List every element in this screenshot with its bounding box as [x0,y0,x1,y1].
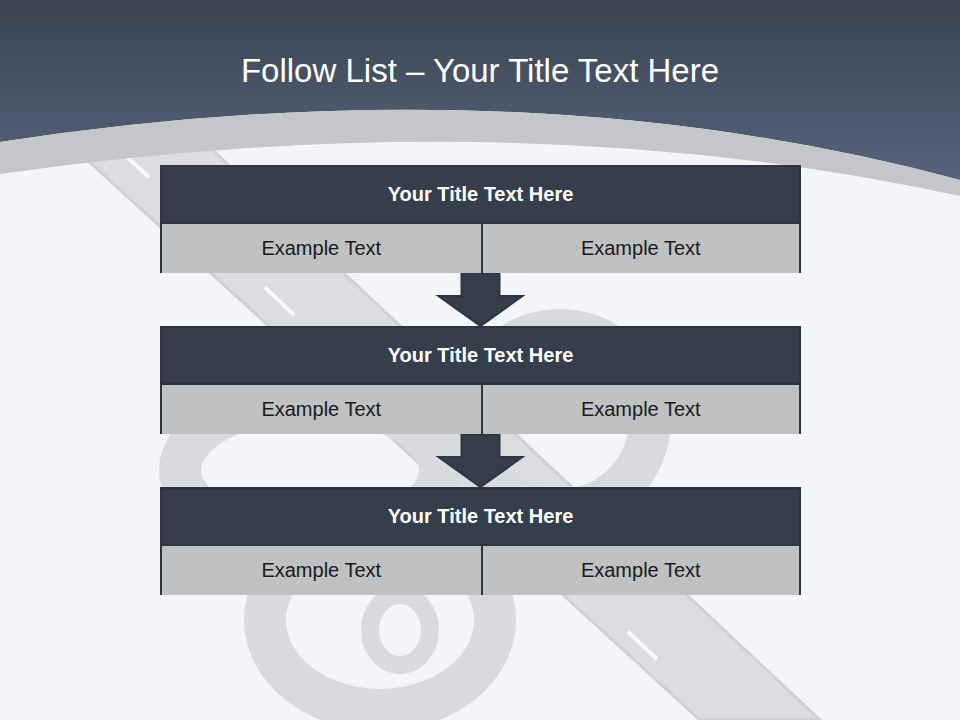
detail-cell: Example Text [162,546,481,595]
step-title-bar: Your Title Text Here [162,489,799,546]
detail-cell: Example Text [481,385,800,434]
cell-text: Example Text [581,559,701,582]
slide-title: Follow List – Your Title Text Here [0,52,960,90]
step-title-bar: Your Title Text Here [162,167,799,224]
step-box: Your Title Text HereExample Text Example … [160,487,801,595]
detail-cell: Example Text [481,546,800,595]
step-title: Your Title Text Here [388,183,574,206]
step-title-bar: Your Title Text Here [162,328,799,385]
road-illustration [60,110,820,720]
flow-arrow [439,434,523,487]
cell-text: Example Text [261,237,381,260]
cell-text: Example Text [581,398,701,421]
detail-cell: Example Text [481,224,800,273]
cell-text: Example Text [261,559,381,582]
step-title: Your Title Text Here [388,505,574,528]
step-title: Your Title Text Here [388,344,574,367]
flow-arrow [439,273,523,326]
cell-text: Example Text [581,237,701,260]
cell-text: Example Text [261,398,381,421]
step-box: Your Title Text HereExample Text Example … [160,165,801,273]
step-box: Your Title Text HereExample Text Example … [160,326,801,434]
detail-cell: Example Text [162,385,481,434]
detail-cell: Example Text [162,224,481,273]
